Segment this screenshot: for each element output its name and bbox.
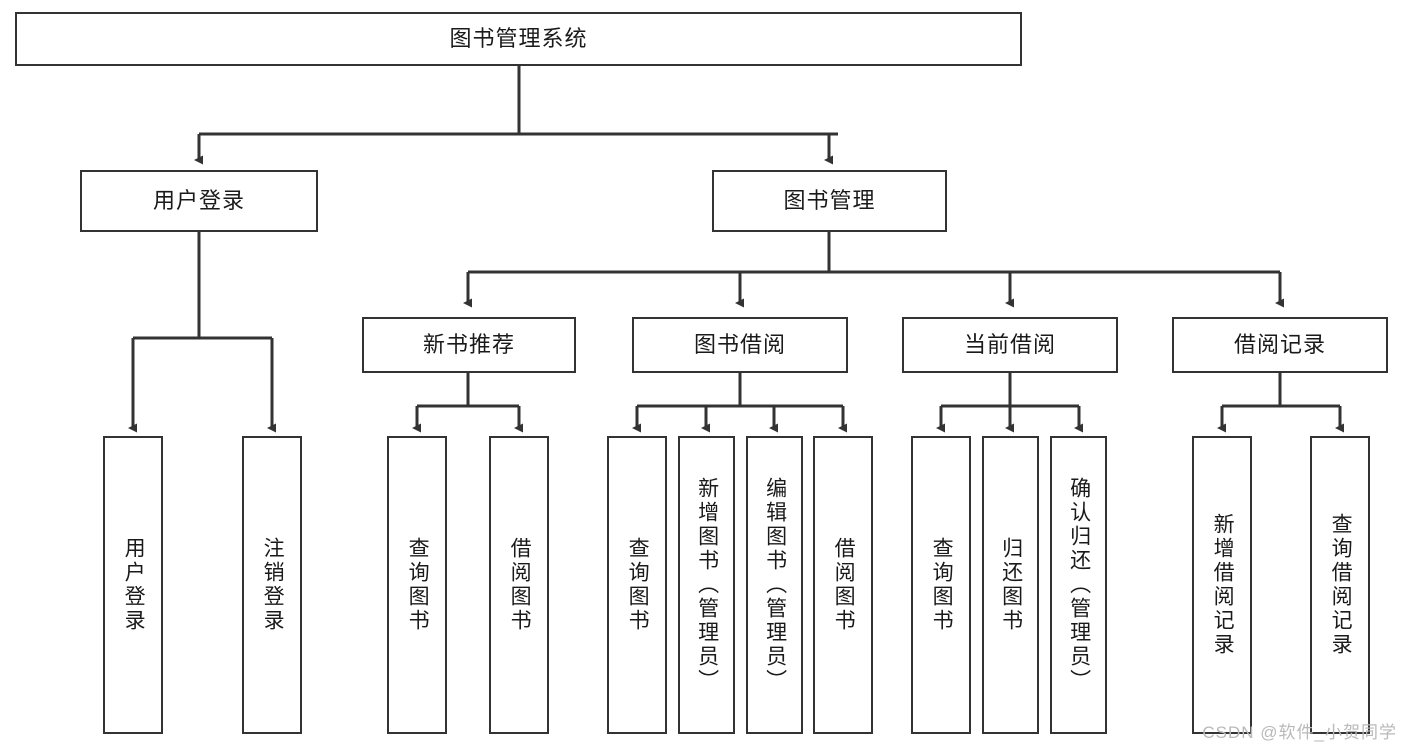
node-root-system[interactable]: 图书管理系统 bbox=[15, 12, 1022, 66]
node-label: 用户登录 bbox=[152, 187, 245, 213]
node-label: 图书管理系统 bbox=[449, 25, 588, 51]
node-current-borrow[interactable]: 当前借阅 bbox=[902, 317, 1118, 373]
node-user-login[interactable]: 用户登录 bbox=[80, 170, 318, 232]
leaf-current-query-book[interactable]: 查询图书 bbox=[911, 436, 971, 734]
csdn-watermark: CSDN @软件_小贺同学 bbox=[1202, 723, 1397, 742]
node-label: 用户登录 bbox=[122, 537, 146, 633]
leaf-current-return-book[interactable]: 归还图书 bbox=[982, 436, 1039, 734]
node-label: 查询借阅记录 bbox=[1329, 513, 1353, 657]
node-label: 查询图书 bbox=[406, 537, 430, 633]
leaf-borrow-query-book[interactable]: 查询图书 bbox=[607, 436, 667, 734]
node-label: 编辑图书（管理员） bbox=[763, 477, 787, 693]
leaf-record-add-record[interactable]: 新增借阅记录 bbox=[1192, 436, 1252, 734]
node-borrow-record[interactable]: 借阅记录 bbox=[1172, 317, 1388, 373]
node-label: 归还图书 bbox=[999, 537, 1023, 633]
leaf-record-query-record[interactable]: 查询借阅记录 bbox=[1310, 436, 1370, 734]
node-label: 借阅记录 bbox=[1233, 331, 1326, 357]
node-label: 图书管理 bbox=[783, 187, 876, 213]
leaf-current-confirm-return-admin[interactable]: 确认归还（管理员） bbox=[1050, 436, 1107, 734]
leaf-borrow-add-book-admin[interactable]: 新增图书（管理员） bbox=[678, 436, 735, 734]
leaf-user-login-logout[interactable]: 注销登录 bbox=[242, 436, 302, 734]
node-book-management[interactable]: 图书管理 bbox=[712, 170, 947, 232]
leaf-recommend-borrow-book[interactable]: 借阅图书 bbox=[489, 436, 549, 734]
node-label: 当前借阅 bbox=[963, 331, 1056, 357]
node-label: 图书借阅 bbox=[693, 331, 786, 357]
leaf-borrow-borrow-book[interactable]: 借阅图书 bbox=[813, 436, 873, 734]
node-label: 查询图书 bbox=[930, 537, 954, 633]
node-label: 注销登录 bbox=[261, 537, 285, 633]
node-label: 新书推荐 bbox=[422, 331, 515, 357]
node-label: 查询图书 bbox=[626, 537, 650, 633]
node-label: 新增借阅记录 bbox=[1211, 513, 1235, 657]
leaf-recommend-query-book[interactable]: 查询图书 bbox=[387, 436, 447, 734]
node-book-borrow[interactable]: 图书借阅 bbox=[632, 317, 848, 373]
leaf-user-login-login[interactable]: 用户登录 bbox=[103, 436, 163, 734]
node-label: 借阅图书 bbox=[508, 537, 532, 633]
node-new-book-recommend[interactable]: 新书推荐 bbox=[362, 317, 576, 373]
leaf-borrow-edit-book-admin[interactable]: 编辑图书（管理员） bbox=[746, 436, 803, 734]
node-label: 确认归还（管理员） bbox=[1067, 477, 1091, 693]
node-label: 借阅图书 bbox=[832, 537, 856, 633]
node-label: 新增图书（管理员） bbox=[695, 477, 719, 693]
